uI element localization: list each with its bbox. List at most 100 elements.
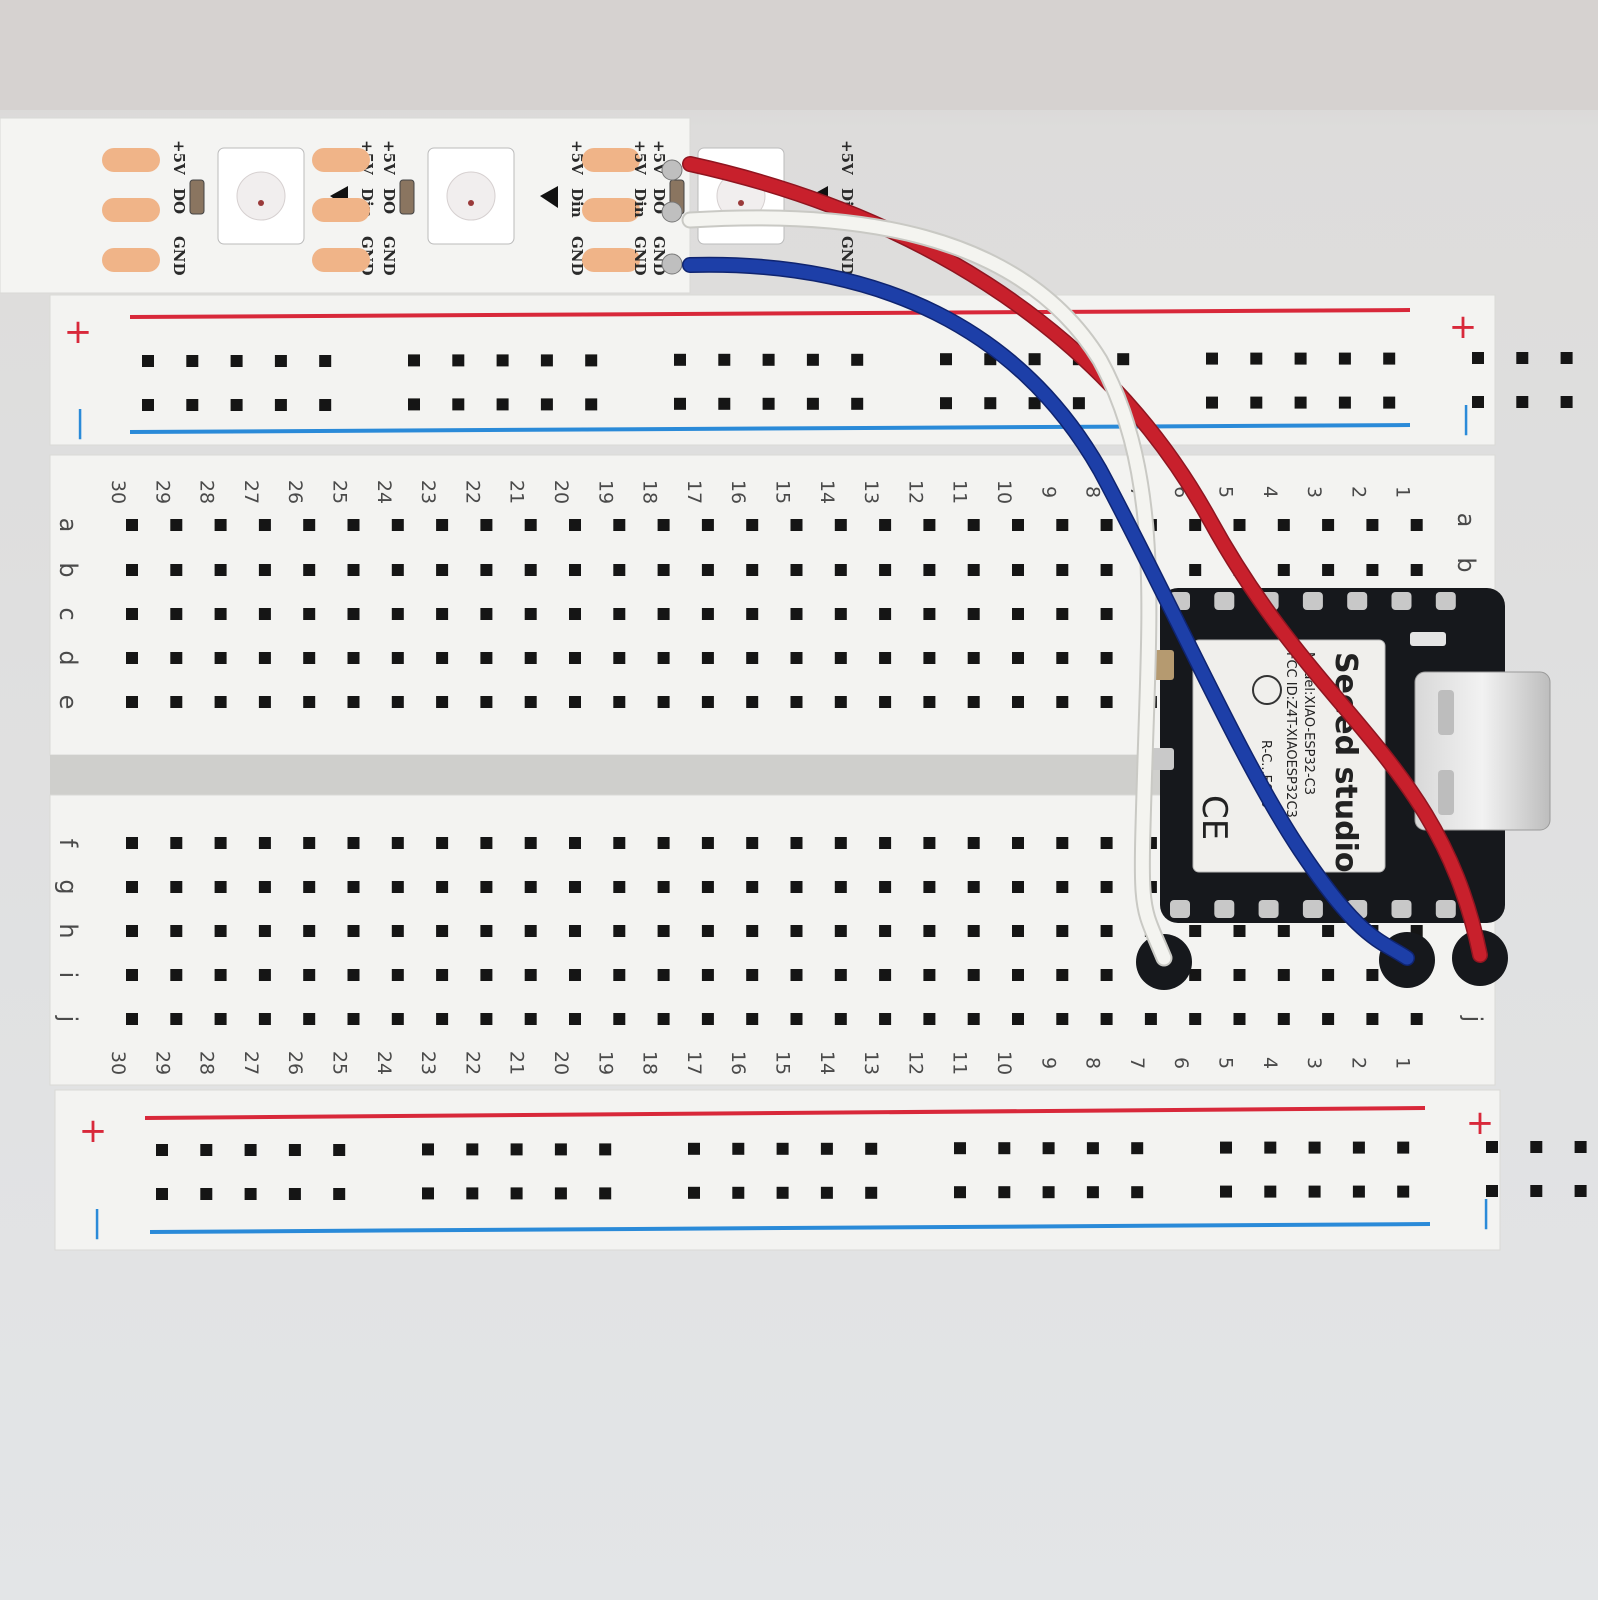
breadboard-hole xyxy=(967,837,980,849)
strip-input-label: GND xyxy=(631,236,649,276)
breadboard-hole xyxy=(258,1013,271,1025)
column-number-top: 15 xyxy=(772,480,794,504)
breadboard-hole xyxy=(701,925,714,937)
breadboard-hole xyxy=(1233,925,1246,937)
breadboard-hole xyxy=(657,608,670,620)
strip-output-label: +5V xyxy=(170,140,188,175)
led-die xyxy=(468,200,474,206)
breadboard-hole xyxy=(1100,1013,1113,1025)
power-rail-hole xyxy=(142,399,154,411)
column-number-top: 4 xyxy=(1259,486,1281,498)
breadboard-hole xyxy=(170,608,183,620)
power-rail-hole xyxy=(288,1188,301,1200)
breadboard-hole xyxy=(347,564,360,576)
copper-pad xyxy=(102,148,160,172)
breadboard-hole xyxy=(391,696,404,708)
power-rail-hole xyxy=(496,398,509,411)
column-number-bottom: 7 xyxy=(1126,1057,1148,1069)
breadboard-hole xyxy=(170,925,183,937)
breadboard-hole xyxy=(126,837,138,849)
breadboard-hole xyxy=(303,564,316,576)
breadboard-hole xyxy=(480,837,493,849)
top-rail-red-line xyxy=(129,308,1411,319)
castellated-pad-bottom xyxy=(1258,900,1279,918)
breadboard-hole xyxy=(967,696,980,708)
power-rail-hole xyxy=(142,355,154,367)
breadboard-hole xyxy=(1012,925,1024,937)
breadboard-hole xyxy=(347,925,360,937)
column-number-top: 8 xyxy=(1082,486,1104,498)
power-rail-hole xyxy=(1294,396,1307,409)
breadboard-hole xyxy=(746,652,759,664)
column-number-top: 17 xyxy=(683,480,705,504)
strip-output-label: GND xyxy=(170,236,188,276)
column-number-top: 19 xyxy=(594,480,616,504)
breadboard-hole xyxy=(1056,696,1069,708)
breadboard-hole xyxy=(1322,1013,1335,1025)
breadboard-hole xyxy=(258,696,271,708)
breadboard-hole xyxy=(790,837,803,849)
column-number-top: 21 xyxy=(506,480,528,504)
strip-input-label: +5V xyxy=(838,140,856,175)
strip-input-label: Din xyxy=(568,188,586,218)
breadboard-hole xyxy=(170,652,183,664)
breadboard-hole xyxy=(923,608,936,620)
breadboard-hole xyxy=(569,519,581,531)
rail-plus-top-left: + xyxy=(64,312,93,352)
power-rail-hole xyxy=(1220,1185,1232,1198)
breadboard-hole xyxy=(347,652,360,664)
power-rail-hole xyxy=(186,355,199,367)
rail-minus-bottom-right: | xyxy=(1481,1195,1491,1230)
column-number-bottom: 4 xyxy=(1259,1057,1281,1069)
power-rail-hole xyxy=(762,353,775,366)
breadboard-hole xyxy=(480,1013,493,1025)
breadboard-hole xyxy=(1410,564,1423,576)
power-rail-hole xyxy=(940,353,952,366)
breadboard-hole xyxy=(834,1013,847,1025)
board-ce-mark: CE xyxy=(1194,795,1234,840)
breadboard-hole xyxy=(834,608,847,620)
column-number-bottom: 30 xyxy=(107,1051,129,1075)
power-rail-hole xyxy=(998,1186,1011,1199)
power-rail-hole xyxy=(333,1188,346,1200)
breadboard-hole xyxy=(436,881,449,893)
power-rail-hole xyxy=(1472,396,1484,408)
power-rail-hole xyxy=(274,399,287,411)
breadboard-hole xyxy=(214,837,227,849)
breadboard-hole xyxy=(170,564,183,576)
breadboard-hole xyxy=(1366,969,1379,981)
column-number-bottom: 14 xyxy=(816,1051,838,1075)
breadboard-hole xyxy=(701,837,714,849)
breadboard-hole xyxy=(258,564,271,576)
breadboard-hole xyxy=(1056,519,1069,531)
column-number-bottom: 28 xyxy=(196,1051,218,1075)
breadboard-hole xyxy=(657,969,670,981)
breadboard-hole xyxy=(1012,881,1024,893)
power-rail-hole xyxy=(408,398,420,411)
cert-mark-icon xyxy=(1252,675,1282,705)
strip-output-label: DO xyxy=(170,188,188,214)
power-rail-hole xyxy=(1308,1141,1321,1154)
breadboard-hole xyxy=(701,519,714,531)
breadboard-hole xyxy=(1056,881,1069,893)
breadboard-hole xyxy=(923,1013,936,1025)
breadboard-hole xyxy=(347,837,360,849)
breadboard-hole xyxy=(701,608,714,620)
power-rail-hole xyxy=(585,354,598,367)
breadboard-hole xyxy=(303,519,316,531)
copper-pad xyxy=(312,148,370,172)
column-number-top: 23 xyxy=(417,480,439,504)
breadboard-hole xyxy=(967,652,980,664)
power-rail-hole xyxy=(1294,352,1307,365)
power-rail-hole xyxy=(1397,1141,1410,1154)
breadboard-hole xyxy=(1189,564,1202,576)
breadboard-hole xyxy=(391,837,404,849)
breadboard-hole xyxy=(701,881,714,893)
breadboard-hole xyxy=(524,519,537,531)
breadboard-hole xyxy=(879,969,892,981)
column-number-top: 28 xyxy=(196,480,218,504)
breadboard-hole xyxy=(480,925,493,937)
castellated-pad-top xyxy=(1435,592,1456,610)
column-number-top: 24 xyxy=(373,480,395,504)
breadboard-hole xyxy=(834,519,847,531)
